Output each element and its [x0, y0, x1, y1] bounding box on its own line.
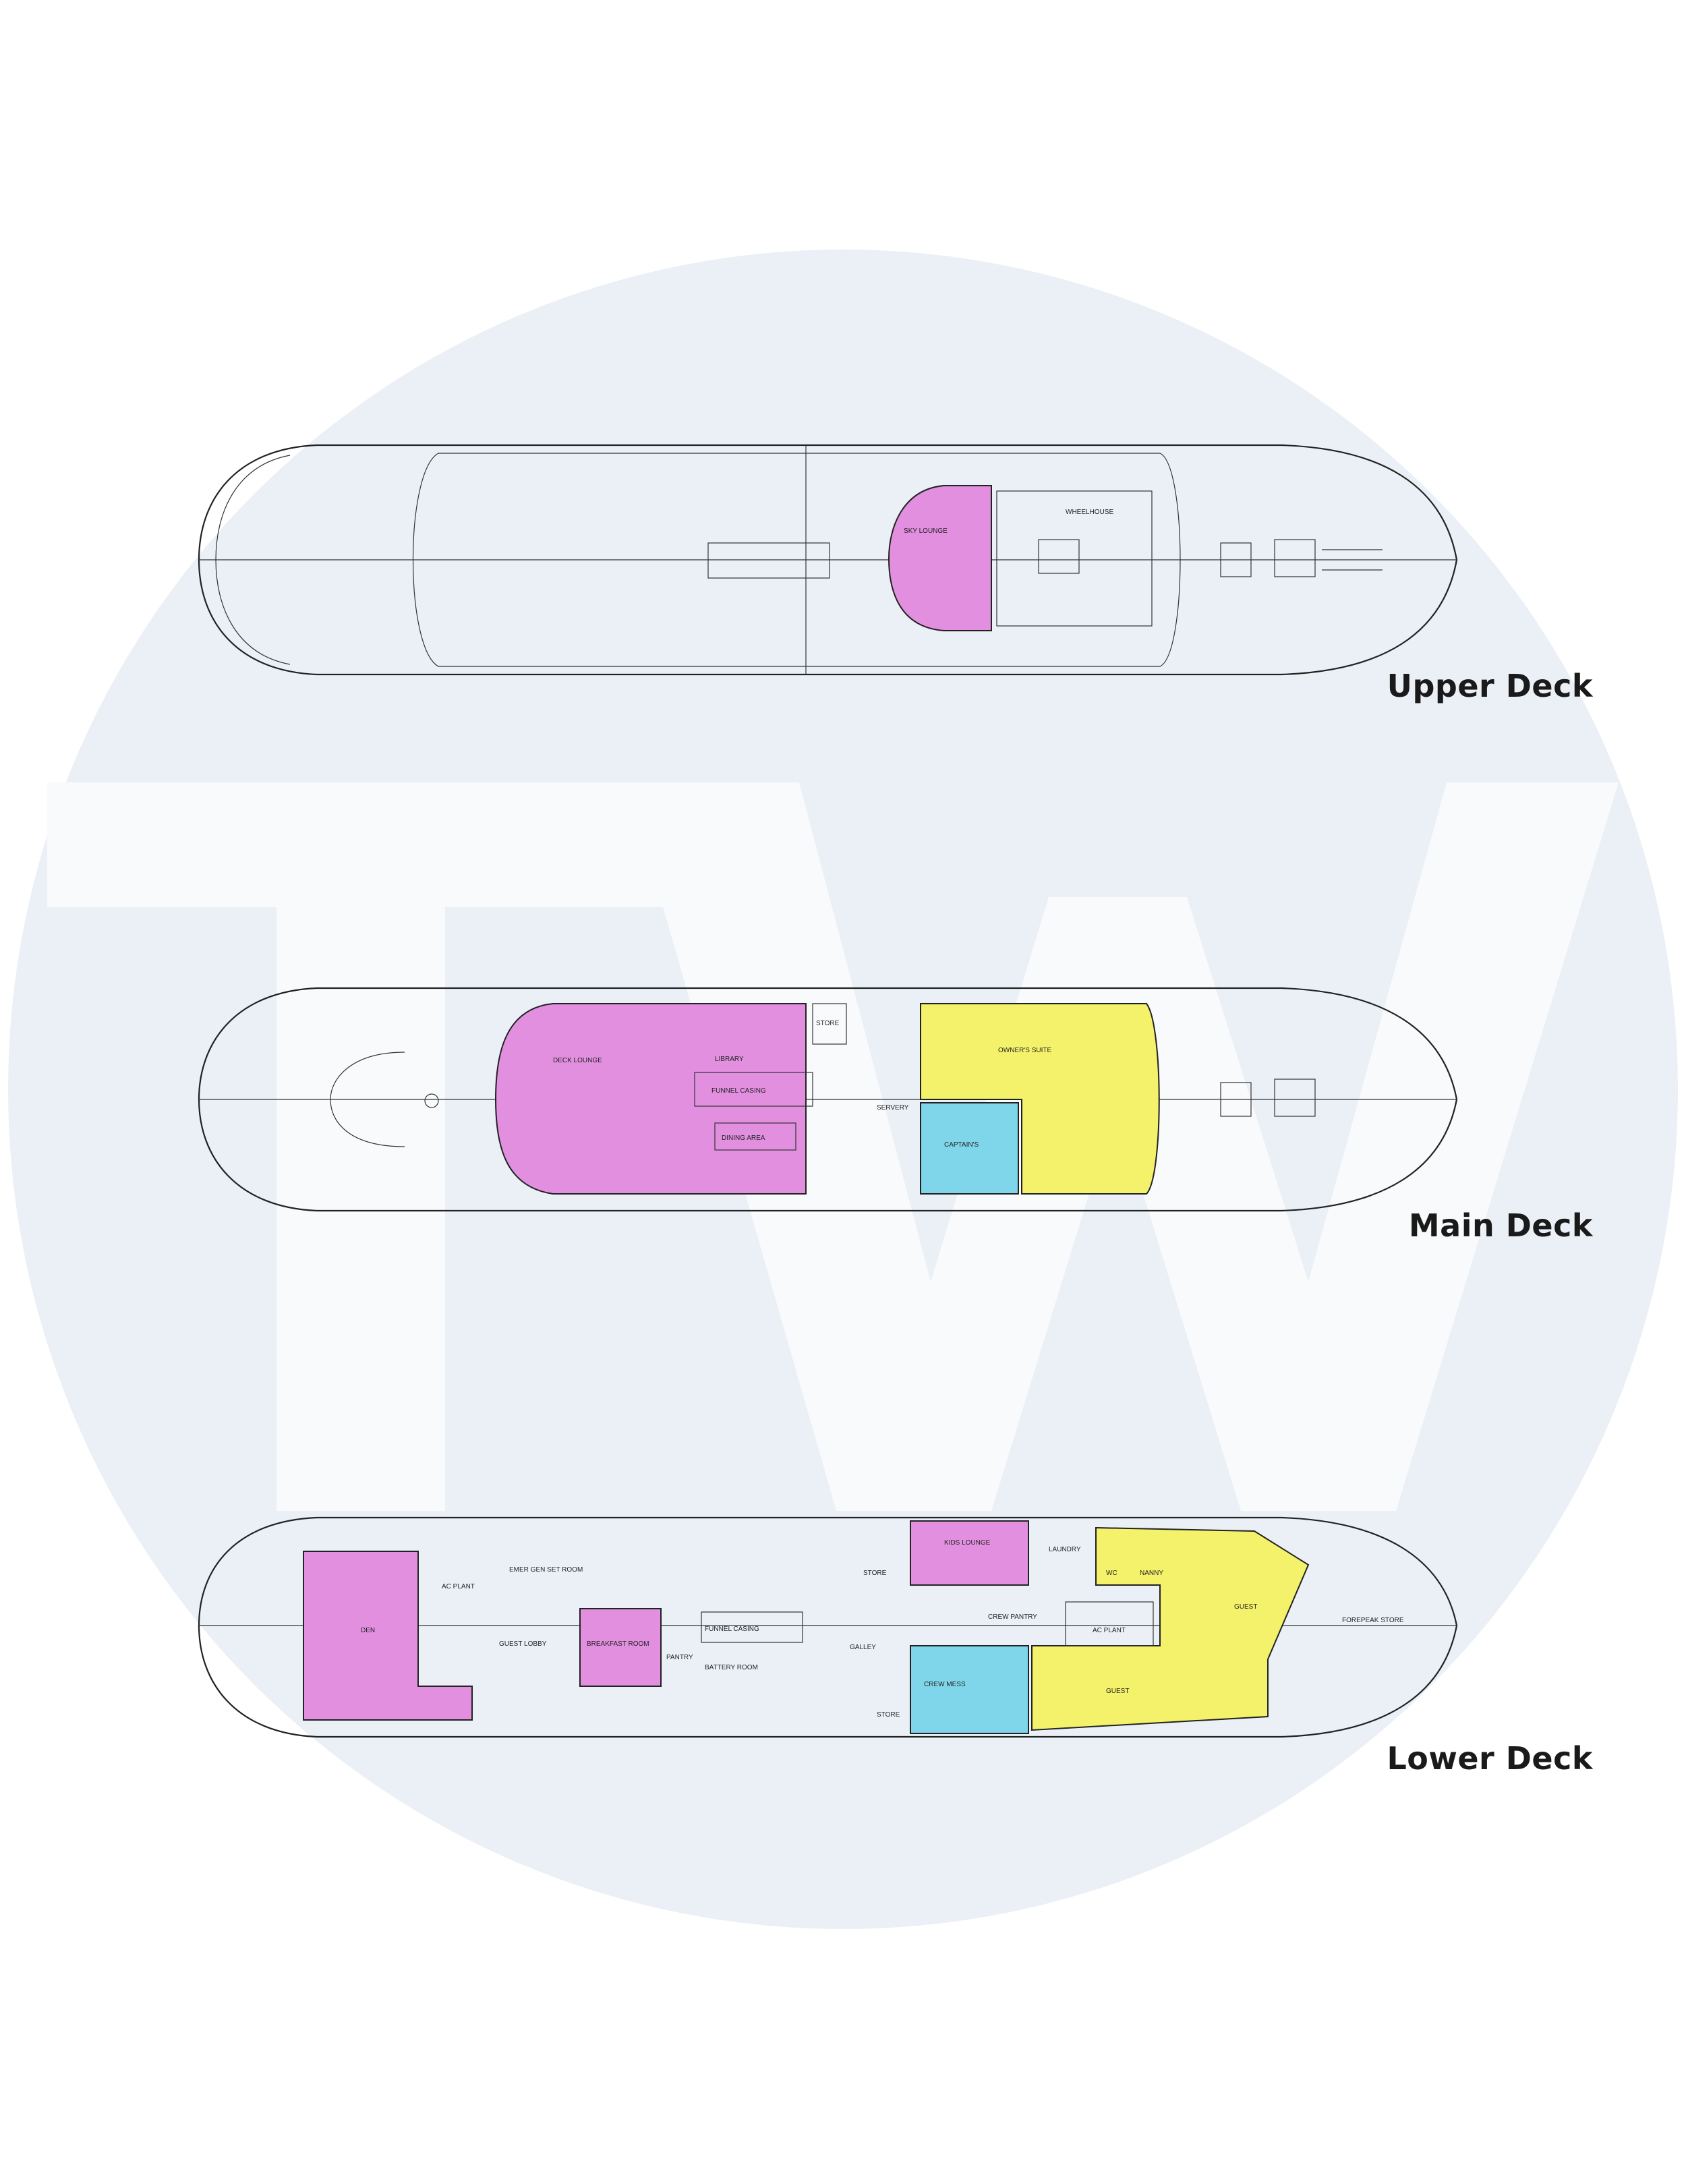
main-deck-aft-seating: [330, 1052, 405, 1147]
main-deck-capstan: [1220, 1082, 1252, 1117]
lower-deck-room-label: BATTERY ROOM: [705, 1664, 758, 1671]
main-deck-windlass: [1274, 1079, 1316, 1117]
lower-deck-room-label: GALLEY: [850, 1644, 876, 1651]
lower-deck-room-label: GUEST LOBBY: [499, 1640, 547, 1648]
lower-deck-room-label: AC PLANT: [442, 1583, 475, 1590]
lower-deck-room-label: DEN: [361, 1627, 375, 1634]
lower-deck-crew-mess-area: [910, 1645, 1029, 1734]
main-deck-owner-suite-area: [920, 1003, 1160, 1195]
lower-deck-room-label: CREW PANTRY: [988, 1613, 1037, 1621]
upper-deck-mast-base: [707, 542, 830, 579]
lower-deck-hull: [198, 1516, 1458, 1738]
main-deck-plan: DECK LOUNGE LIBRARY FUNNEL CASING DINING…: [198, 987, 1458, 1212]
watermark-letter-w: [627, 782, 1619, 1511]
upper-deck-sky-lounge-area: [888, 485, 992, 631]
upper-deck-bulwark: [412, 453, 1181, 667]
main-deck-hatch: [424, 1093, 439, 1108]
lower-deck-plan: DEN AC PLANT EMER GEN SET ROOM GUEST LOB…: [198, 1516, 1458, 1738]
upper-deck-label: Upper Deck: [1387, 668, 1593, 704]
lower-deck-ac-plant: [1065, 1601, 1154, 1646]
upper-deck-hull: [198, 444, 1458, 676]
main-deck-label: Main Deck: [1408, 1207, 1593, 1244]
lower-deck-room-label: CREW MESS: [924, 1681, 966, 1688]
lower-deck-label: Lower Deck: [1387, 1740, 1593, 1777]
upper-deck-plan: SKY LOUNGE WHEELHOUSE: [198, 444, 1458, 676]
main-deck-store: [812, 1003, 847, 1045]
lower-deck-room-label: STORE: [863, 1570, 887, 1577]
main-deck-lounge-dining-area: [494, 1003, 807, 1195]
main-deck-room-label: DINING AREA: [722, 1134, 765, 1142]
upper-deck-windlass: [1274, 539, 1316, 577]
upper-deck-console: [1038, 539, 1080, 574]
main-deck-captain-area: [920, 1102, 1019, 1195]
main-deck-dining-table: [714, 1122, 796, 1151]
lower-deck-room-label: GUEST: [1106, 1688, 1129, 1695]
main-deck-room-label: CAPTAIN'S: [944, 1141, 979, 1149]
main-deck-room-label: OWNER'S SUITE: [998, 1047, 1051, 1054]
main-deck-room-label: STORE: [816, 1020, 840, 1027]
upper-deck-room-label: SKY LOUNGE: [904, 527, 948, 535]
main-deck-room-label: SERVERY: [877, 1104, 909, 1112]
lower-deck-room-label: KIDS LOUNGE: [944, 1539, 991, 1547]
main-deck-room-label: LIBRARY: [715, 1056, 744, 1063]
lower-deck-room-label: FOREPEAK STORE: [1342, 1617, 1404, 1624]
lower-deck-den-area: [303, 1551, 473, 1721]
lower-deck-breakfast-area: [579, 1608, 662, 1687]
lower-deck-room-label: LAUNDRY: [1049, 1546, 1081, 1553]
lower-deck-funnel: [701, 1611, 803, 1643]
main-deck-room-label: DECK LOUNGE: [553, 1057, 602, 1064]
lower-deck-room-label: PANTRY: [666, 1654, 693, 1661]
lower-deck-room-label: WC: [1106, 1570, 1117, 1577]
lower-deck-room-label: AC PLANT: [1093, 1627, 1126, 1634]
lower-deck-room-label: FUNNEL CASING: [705, 1626, 759, 1633]
main-deck-room-label: FUNNEL CASING: [711, 1087, 766, 1095]
upper-deck-wheelhouse-area: [996, 490, 1153, 627]
lower-deck-room-label: EMER GEN SET ROOM: [509, 1566, 583, 1574]
lower-deck-guest-area: [1031, 1526, 1310, 1731]
watermark-letter-t: [47, 782, 674, 1511]
main-deck-funnel: [694, 1072, 813, 1107]
lower-deck-room-label: NANNY: [1140, 1570, 1163, 1577]
lower-deck-room-label: GUEST: [1234, 1603, 1257, 1611]
upper-deck-room-label: WHEELHOUSE: [1066, 509, 1113, 516]
lower-deck-room-label: STORE: [877, 1711, 900, 1719]
upper-deck-capstan: [1220, 542, 1252, 577]
lower-deck-kids-lounge-area: [910, 1520, 1029, 1586]
lower-deck-room-label: BREAKFAST ROOM: [587, 1640, 649, 1648]
main-deck-hull: [198, 987, 1458, 1212]
